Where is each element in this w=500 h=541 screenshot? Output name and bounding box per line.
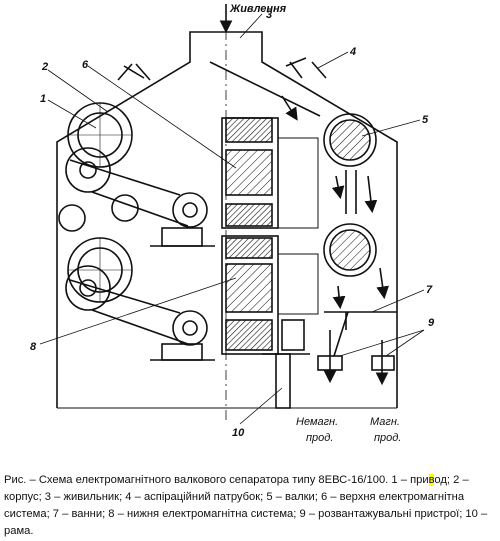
label-2: 2 [41,61,48,73]
upper-drive [65,102,215,247]
label-9: 9 [428,317,435,329]
mag-label-1: Магн. [370,416,400,428]
discharge-left [317,330,343,384]
lower-roller [323,223,377,277]
figure-caption: Рис. – Схема електромагнітного валкового… [4,472,496,540]
label-4: 4 [349,46,356,58]
aspiration-branch-right [285,57,327,79]
label-1: 1 [40,93,46,105]
idler-mid [111,194,139,222]
feed-label: Живлення [229,3,287,15]
label-5: 5 [422,114,429,126]
baths [324,311,397,330]
label-7: 7 [426,284,433,296]
label-6: 6 [82,59,89,71]
label-8: 8 [30,341,37,353]
caption-part-1: Рис. – Схема електромагнітного валкового… [4,474,429,486]
discharge-right [371,340,395,386]
label-3: 3 [266,9,272,21]
nonmag-label-1: Немагн. [296,416,338,428]
idler-left [58,204,86,232]
label-10: 10 [232,427,245,439]
separator-diagram: Живлення 1 2 3 4 5 6 7 8 9 10 Немагн. пр… [30,3,435,444]
upper-magnetic-system [221,117,279,229]
mag-label-2: прод. [374,432,401,444]
caption-highlight: в [428,474,435,486]
caption-part-2: од; 2 – корпус; 3 – живильник; 4 – аспір… [4,474,488,537]
lower-drive [65,237,215,361]
frame [262,319,310,409]
upper-roller [323,113,377,167]
nonmag-label-2: прод. [306,432,333,444]
lower-magnetic-system [221,235,279,355]
aspiration-branch-left [117,63,151,81]
pole-teeth [277,137,319,315]
